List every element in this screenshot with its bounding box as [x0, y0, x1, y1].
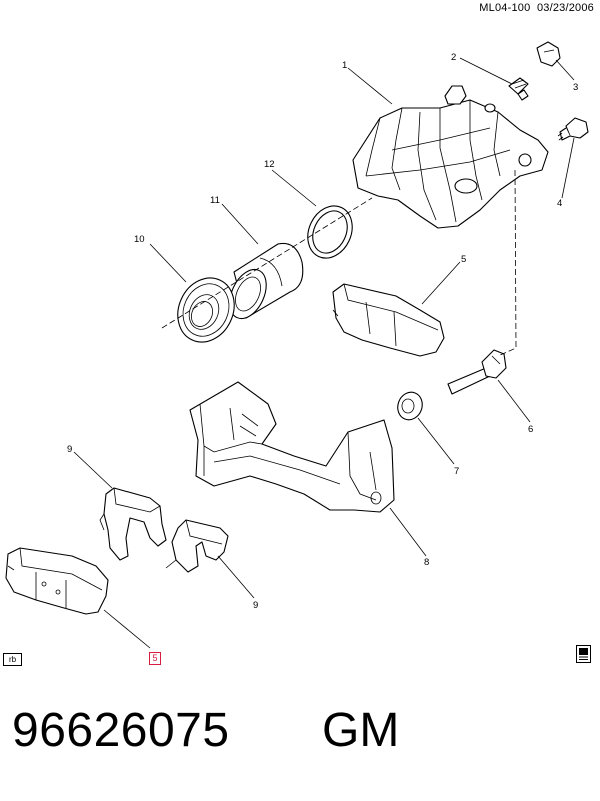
piston-boot	[177, 277, 235, 343]
rb-label-box: rb	[3, 653, 22, 666]
callout-1: 1	[342, 60, 347, 71]
brake-pad-inboard	[5, 547, 109, 615]
diagram-id: ML04-100	[479, 2, 531, 14]
leader-lines	[73, 57, 575, 649]
caliper-housing	[352, 85, 549, 229]
pad-clip-lower	[165, 519, 229, 573]
callout-7: 7	[454, 466, 459, 477]
callout-5-upper: 5	[461, 254, 466, 265]
book-icon	[576, 645, 591, 663]
bleeder-screw	[508, 77, 529, 101]
brand-name: GM	[322, 704, 400, 757]
diagram-header: ML04-100 03/23/2006	[479, 2, 594, 14]
callout-3: 3	[573, 82, 578, 93]
callout-12: 12	[264, 159, 275, 170]
assembly-axis-piston	[161, 197, 373, 329]
callout-4: 4	[557, 198, 562, 209]
part-number: 96626075	[12, 704, 230, 757]
guide-pin	[447, 349, 507, 395]
callout-5-lower-highlighted: 5	[149, 652, 161, 665]
caliper-bracket	[189, 381, 395, 513]
guide-bushing	[397, 391, 423, 421]
callout-2: 2	[451, 52, 456, 63]
pad-clip-upper	[99, 487, 167, 561]
callout-9-lower: 9	[253, 600, 258, 611]
callout-10: 10	[134, 234, 145, 245]
callout-11: 11	[210, 195, 220, 206]
brake-pad-outboard	[332, 283, 445, 357]
callout-9-upper: 9	[67, 444, 72, 455]
bleeder-cap	[536, 41, 561, 67]
caliper-piston	[229, 242, 304, 320]
caliper-bolt	[557, 117, 589, 141]
assembly-axis-pin	[497, 169, 517, 357]
callout-8: 8	[424, 557, 429, 568]
piston-seal	[307, 205, 353, 259]
diagram-date: 03/23/2006	[536, 2, 594, 14]
callout-6: 6	[528, 424, 533, 435]
